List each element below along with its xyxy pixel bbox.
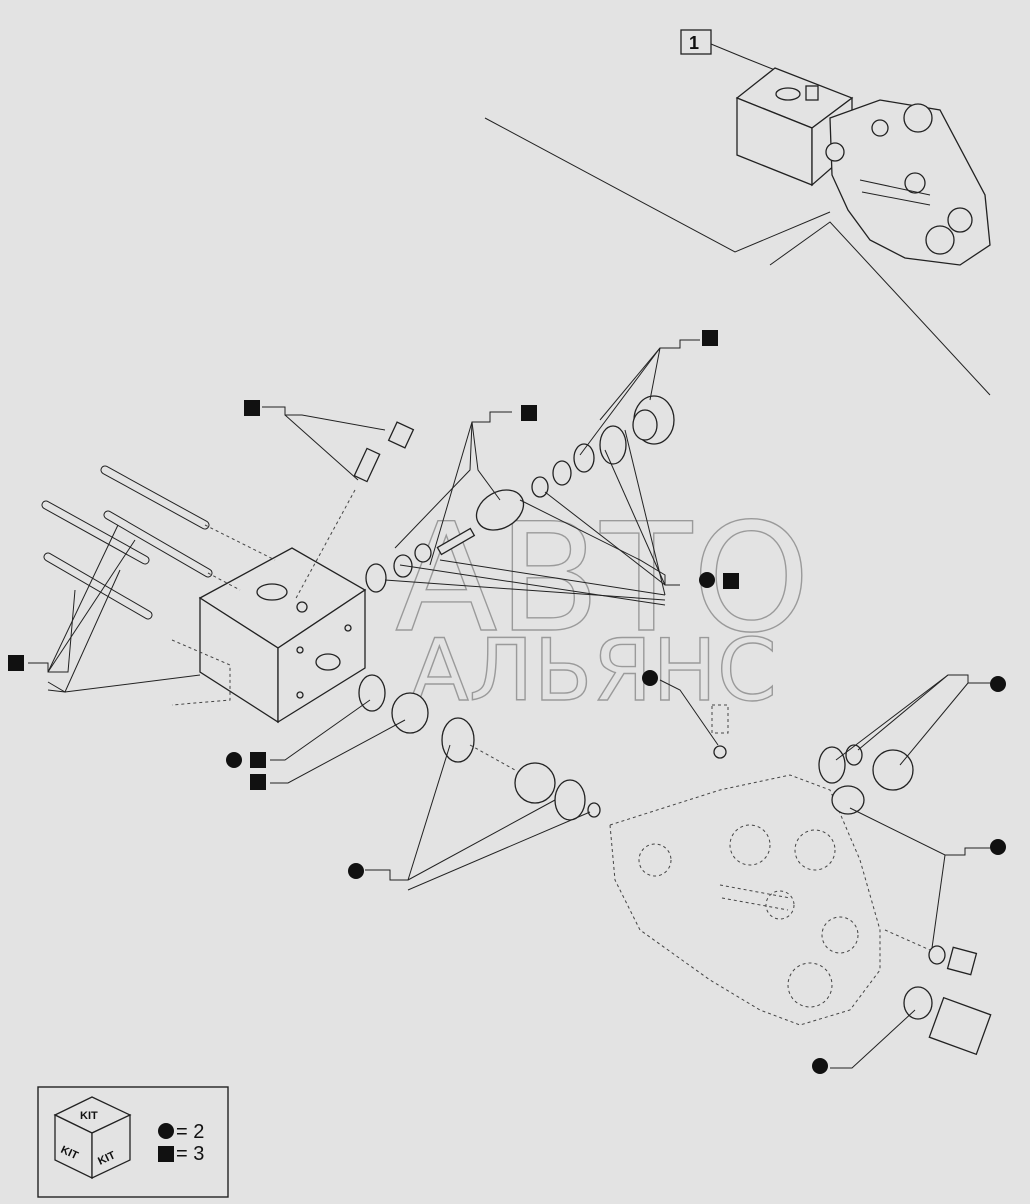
square-marker: [244, 400, 260, 416]
bolt: [41, 500, 150, 565]
kit-legend-box: [37, 1086, 229, 1198]
watermark: АВТО АЛЬЯНС: [394, 491, 811, 721]
circle-symbol: [158, 1123, 174, 1139]
kit-legend: KIT KIT KIT = 2 = 3: [37, 1086, 229, 1198]
circle-marker: [990, 839, 1006, 855]
kit-cube-icon: [53, 1096, 132, 1180]
square-marker: [8, 655, 24, 671]
callout-leaders: [28, 339, 990, 1069]
hydraulic-housing: [609, 704, 992, 1056]
square-marker: [723, 573, 739, 589]
bolt: [103, 510, 213, 578]
square-symbol: [158, 1146, 174, 1162]
reference-box: [680, 29, 712, 55]
mounting-bolts: [41, 465, 276, 620]
upper-spool-parts: [294, 395, 675, 601]
circle-marker: [990, 676, 1006, 692]
bolt: [100, 465, 210, 530]
square-quantity: = 3: [176, 1143, 204, 1165]
square-marker: [702, 330, 718, 346]
reference-number: 1: [689, 33, 699, 53]
watermark-line1: АВТО: [395, 492, 810, 666]
circle-marker: [226, 752, 242, 768]
square-marker: [250, 774, 266, 790]
valve-body-block: [171, 547, 367, 724]
callout-markers: [8, 330, 1006, 1074]
circle-quantity: = 2: [176, 1121, 204, 1143]
square-marker: [521, 405, 537, 421]
circle-marker: [812, 1058, 828, 1074]
lower-left-parts: [358, 674, 601, 821]
watermark-line2: АЛЬЯНС: [410, 621, 777, 721]
solenoid-valve-assembly: [735, 67, 991, 266]
kit-face-top: KIT: [80, 1110, 98, 1122]
circle-marker: [642, 670, 658, 686]
circle-marker: [699, 572, 715, 588]
square-marker: [250, 752, 266, 768]
valve-assembly-reference: 1: [484, 29, 991, 396]
circle-marker: [348, 863, 364, 879]
bolt: [43, 552, 153, 620]
